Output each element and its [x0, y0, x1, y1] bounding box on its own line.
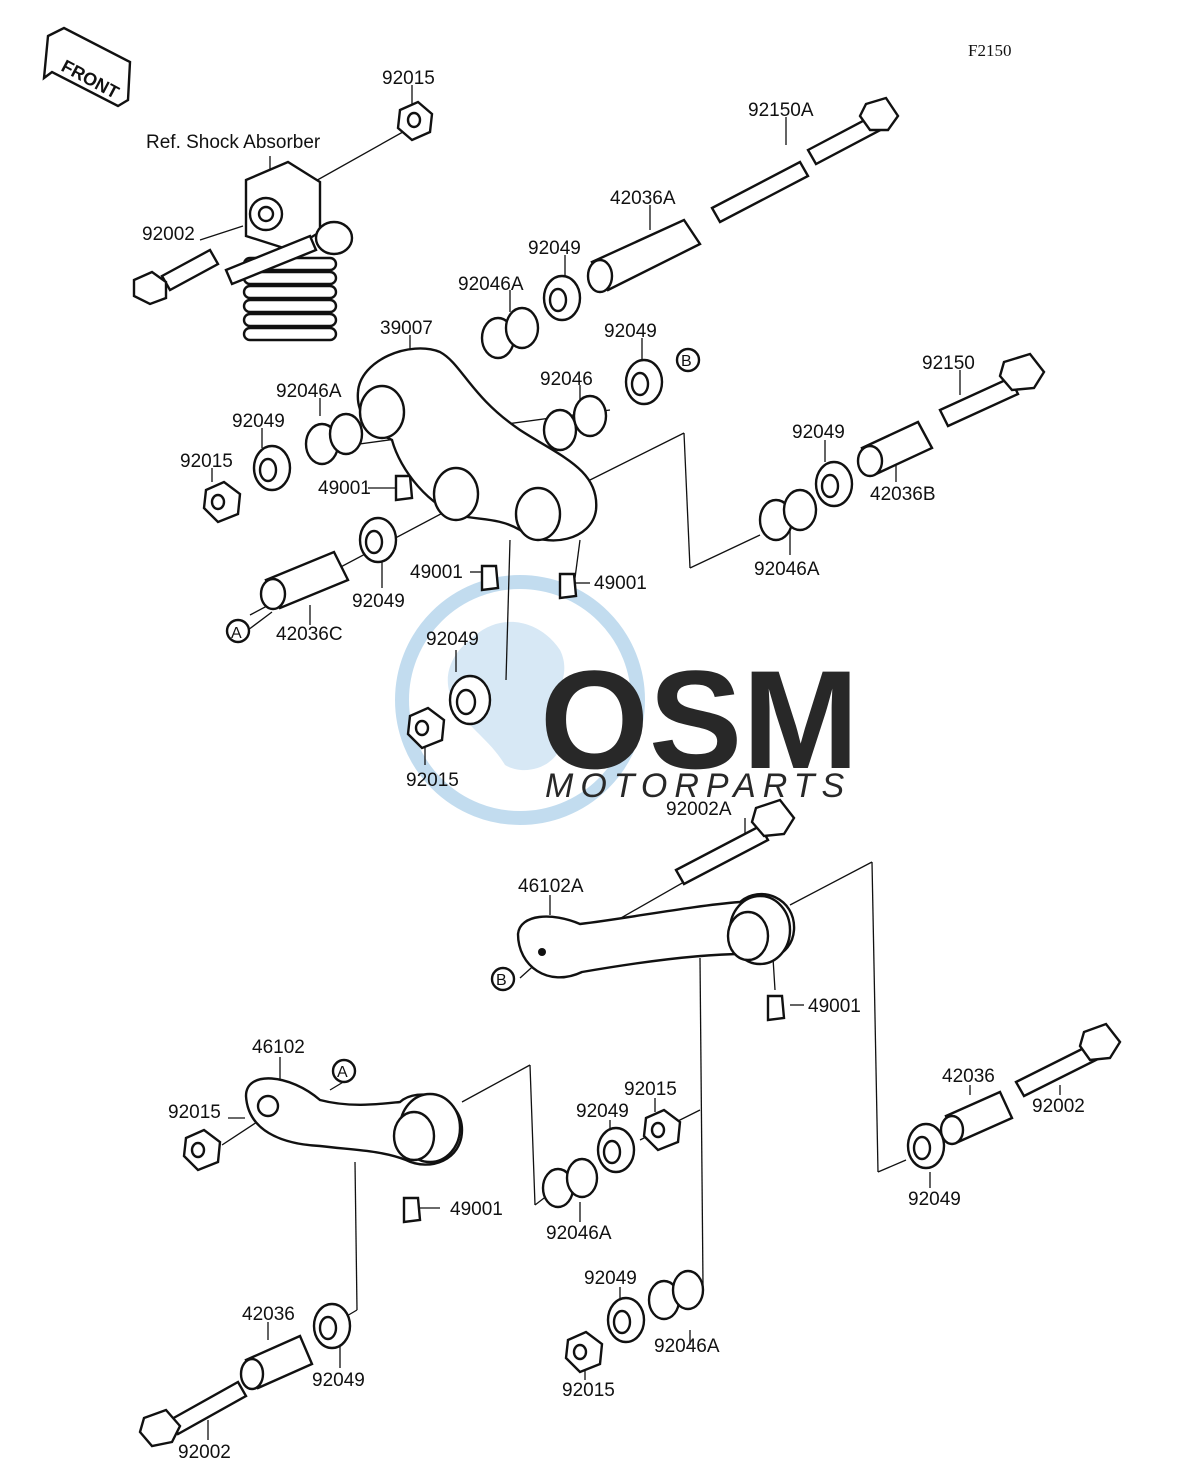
label-92046A-j: 92046A — [654, 1336, 720, 1357]
bolt-92150 — [938, 352, 1046, 428]
seals — [252, 274, 946, 1350]
ref-shock-absorber-label: Ref. Shock Absorber — [146, 132, 321, 153]
marker-b-top: B — [675, 347, 701, 373]
bolt-92150A — [710, 96, 900, 224]
label-42036C: 42036C — [276, 624, 343, 645]
tie-rod-46102 — [244, 1077, 464, 1166]
front-arrow-icon: FRONT — [42, 26, 132, 108]
grease-nipples — [394, 474, 786, 1224]
rocker-arm-39007 — [356, 347, 598, 542]
watermark-continents — [447, 621, 565, 771]
collar-42036C — [259, 550, 350, 611]
label-92049-d: 92049 — [792, 422, 845, 443]
svg-text:A: A — [231, 625, 242, 642]
svg-text:A: A — [337, 1064, 348, 1081]
label-49001-b: 49001 — [410, 562, 463, 583]
bolt-92002A — [674, 798, 796, 886]
label-92049-c: 92049 — [232, 411, 285, 432]
label-92015-h: 92015 — [624, 1079, 677, 1100]
label-92150: 92150 — [922, 353, 975, 374]
svg-text:B: B — [681, 353, 692, 370]
marker-a-bottom: A — [331, 1058, 357, 1084]
label-42036-r: 42036 — [942, 1066, 995, 1087]
label-92015-j: 92015 — [562, 1380, 615, 1401]
label-92002-top: 92002 — [142, 224, 195, 245]
label-92049-r: 92049 — [908, 1189, 961, 1210]
label-92046A-b: 92046A — [276, 381, 342, 402]
label-92049-h: 92049 — [576, 1101, 629, 1122]
watermark-sub: MOTORPARTS — [545, 767, 851, 805]
label-92049-a: 92049 — [528, 238, 581, 259]
label-92049-l: 92049 — [312, 1370, 365, 1391]
bolt-92002-left — [138, 1380, 248, 1448]
bolt-92002-top — [132, 248, 220, 306]
label-42036A: 42036A — [610, 188, 676, 209]
marker-b-bottom: B — [490, 966, 516, 992]
marker-a-top: A — [225, 618, 251, 644]
collar-42036-right — [939, 1090, 1014, 1146]
watermark-globe — [395, 575, 645, 825]
label-92015-f: 92015 — [406, 770, 459, 791]
label-92015-c: 92015 — [180, 451, 233, 472]
nuts — [182, 100, 682, 1374]
label-92049-j: 92049 — [584, 1268, 637, 1289]
label-46102: 46102 — [252, 1037, 305, 1058]
label-92150A: 92150A — [748, 100, 814, 121]
watermark-brand: OSM — [540, 641, 859, 798]
needle-bearings — [304, 306, 818, 1321]
label-42036-l: 42036 — [242, 1304, 295, 1325]
label-92046A-a: 92046A — [458, 274, 524, 295]
label-92046: 92046 — [540, 369, 593, 390]
label-92002-r: 92002 — [1032, 1096, 1085, 1117]
diagram-code: F2150 — [968, 41, 1011, 60]
label-49001-d: 49001 — [808, 996, 861, 1017]
label-42036B: 42036B — [870, 484, 936, 505]
label-46102A: 46102A — [518, 876, 584, 897]
label-92002A: 92002A — [666, 799, 732, 820]
shock-absorber — [224, 160, 354, 342]
watermark: OSM MOTORPARTS — [395, 575, 859, 825]
label-92015-g: 92015 — [168, 1102, 221, 1123]
label-49001-a: 49001 — [318, 478, 371, 499]
collar-42036A — [586, 218, 702, 294]
label-39007: 39007 — [380, 318, 433, 339]
tie-rod-46102A — [516, 892, 796, 979]
label-49001-c: 49001 — [594, 573, 647, 594]
label-92015-top: 92015 — [382, 68, 435, 89]
collar-42036B — [856, 420, 934, 478]
label-92002-l: 92002 — [178, 1442, 231, 1463]
label-92046A-c: 92046A — [754, 559, 820, 580]
label-92046A-h: 92046A — [546, 1223, 612, 1244]
collar-42036-left — [239, 1334, 314, 1391]
bolt-92002-right — [1014, 1022, 1122, 1098]
svg-text:B: B — [496, 972, 507, 989]
label-49001-e: 49001 — [450, 1199, 503, 1220]
label-92049-b: 92049 — [604, 321, 657, 342]
label-92049-f: 92049 — [426, 629, 479, 650]
label-92049-e: 92049 — [352, 591, 405, 612]
